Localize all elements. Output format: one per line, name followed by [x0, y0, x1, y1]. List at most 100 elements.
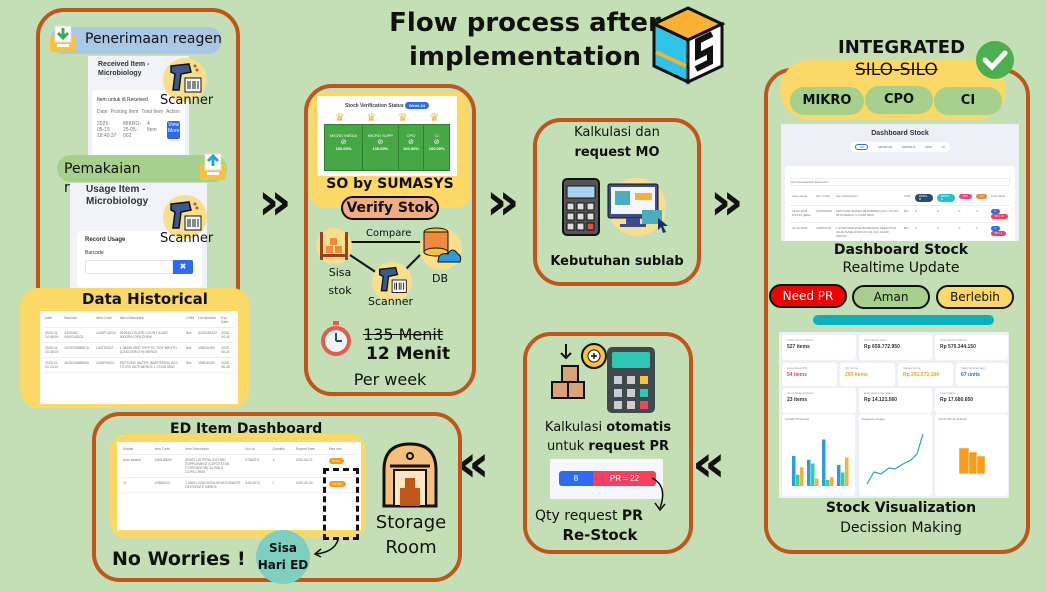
computer-monitor-icon [607, 183, 668, 233]
category-micro-media: MICRO MEDIA⊘100.00% [325, 125, 364, 170]
crown-icon: ♛ [366, 112, 377, 124]
category-cpo: CPO⊘100.00% [399, 125, 425, 170]
stat-label: Total Stock Value [864, 338, 887, 342]
warehouse-icon [382, 442, 438, 508]
realtime-bar [813, 315, 994, 325]
stat-value: 23 items [787, 397, 808, 403]
view-more-button[interactable]: View More [167, 121, 180, 139]
flow-arrow-left-2: » [470, 434, 490, 494]
legend-aman: Aman [852, 285, 930, 309]
pr-button[interactable]: PR = 10 [990, 214, 1008, 219]
stat-label: Items Need PR [787, 366, 808, 370]
verify-stok-button[interactable]: Verify Stok [341, 196, 439, 220]
category-micro-supp: MICRO SUPP⊘100.00% [363, 125, 399, 170]
calculator-icon [607, 347, 655, 413]
bar [807, 459, 811, 486]
bar [830, 477, 834, 486]
stopwatch-icon [321, 321, 351, 356]
filter-cpo[interactable]: CPO [925, 145, 932, 149]
pr-button[interactable]: PR = 1 [990, 231, 1007, 236]
dashboard-search-input[interactable] [790, 178, 1010, 186]
filter-micro-m[interactable]: MICRO-M [878, 145, 893, 149]
sisa-hari-badge: 16 hari [328, 481, 346, 487]
stat-label: Values Items [903, 366, 921, 370]
qty-request-label: Qty request PR [535, 508, 643, 524]
stat-value: Rp 291.373.184 [903, 372, 939, 378]
sisa-hari-highlight [323, 468, 359, 540]
stat-label: Total Items in Stock [787, 338, 814, 342]
sisa-stok-label: Sisa stok [328, 266, 352, 297]
bar [815, 478, 819, 486]
usage-line [866, 433, 924, 485]
crown-icon: ♛ [397, 112, 408, 124]
scan-barcode-button[interactable]: ✖ [173, 260, 193, 274]
filter-pills: All MICRO-M MICRO-S CPO CI [850, 142, 950, 152]
compare-label: Compare [366, 228, 412, 239]
dashboard-stock-card: Dashboard Stock All MICRO-M MICRO-S CPO … [781, 124, 1019, 241]
curved-arrow-icon [313, 539, 339, 558]
stat-value: Rp 570.344.150 [940, 344, 976, 350]
stat-label: Total Stock Ordered [940, 338, 967, 342]
dashboard-subtitle: Realtime Update [842, 260, 960, 276]
old-time: 135 Menit [363, 325, 444, 344]
check-circle-icon: ⊘ [340, 139, 347, 146]
tab-ci[interactable]: CI [934, 87, 1002, 115]
pr-qty-button[interactable]: PR = 22 [593, 471, 656, 486]
stat-value: Rp 17.680.650 [940, 397, 974, 403]
flow-arrow-left-1: » [706, 434, 726, 494]
bar [826, 480, 830, 486]
tab-cpo[interactable]: CPO [865, 86, 933, 114]
week-badge: Week 24 [405, 102, 429, 109]
received-row: 2025-05-15 18:40:37 MIKRO-25-05-002 4 It… [97, 121, 180, 139]
receive-label: Penerimaan reagen [85, 31, 222, 47]
sublab-expense-chart [792, 439, 849, 486]
bar [796, 474, 800, 486]
barcode-input[interactable] [85, 260, 173, 274]
calculator-icon [562, 178, 600, 236]
flow-arrow-right-1: » [258, 172, 291, 232]
tab-mikro[interactable]: MIKRO [790, 87, 864, 115]
new-time: 12 Menit [366, 344, 451, 364]
chart-card-usage: Expense Usage [859, 414, 932, 496]
record-usage-title: Record Usage [85, 237, 126, 243]
category-ci: CI⊘100.00% [424, 125, 449, 170]
inbox-download-icon [50, 25, 76, 52]
stock-qty-badge: 8 [559, 471, 593, 486]
barcode-scanner-icon [170, 63, 202, 93]
stat-value: Rp 659.772.950 [864, 344, 900, 350]
receive-label-pill [50, 27, 222, 54]
restock-label: Re-Stock [562, 526, 638, 544]
period-label: Per week [353, 370, 427, 389]
crown-icons: ♛♛♛♛ [324, 113, 450, 124]
barcode-scanner-icon [170, 201, 202, 231]
stat-card: Items Need PR 54 items [782, 363, 837, 386]
flow-arrow-right-3: » [710, 172, 743, 232]
check-circle-icon: ⊘ [433, 139, 440, 146]
stat-card: Items Near Expired 23 items [782, 388, 856, 413]
legend-need-pr: Need PR [769, 284, 847, 308]
database-cloud-icon [423, 227, 462, 263]
filter-ci[interactable]: CI [941, 145, 945, 149]
stat-value: 54 items [787, 372, 808, 378]
scanner-label-2: Scanner [160, 231, 214, 246]
stat-card: Total Stock Ordered Rp 570.344.150 [935, 335, 1008, 360]
title-line2: implementation [408, 42, 642, 72]
check-circle-icon [976, 41, 1014, 79]
filter-micro-s[interactable]: MICRO-S [902, 145, 916, 149]
stock-shelf-icon [320, 232, 348, 260]
mo-footer: Kebutuhan sublab [550, 254, 684, 269]
filter-all[interactable]: All [855, 144, 869, 150]
viz-subtitle: Decission Making [840, 520, 962, 536]
barcode-scanner-icon [379, 266, 407, 293]
no-worries-label: No Worries ! [112, 548, 246, 570]
bar [845, 457, 849, 486]
stat-label: Items Near Expired [787, 391, 813, 395]
sumasys-logo-icon [650, 6, 726, 85]
stat-value: 527 items [787, 344, 810, 350]
